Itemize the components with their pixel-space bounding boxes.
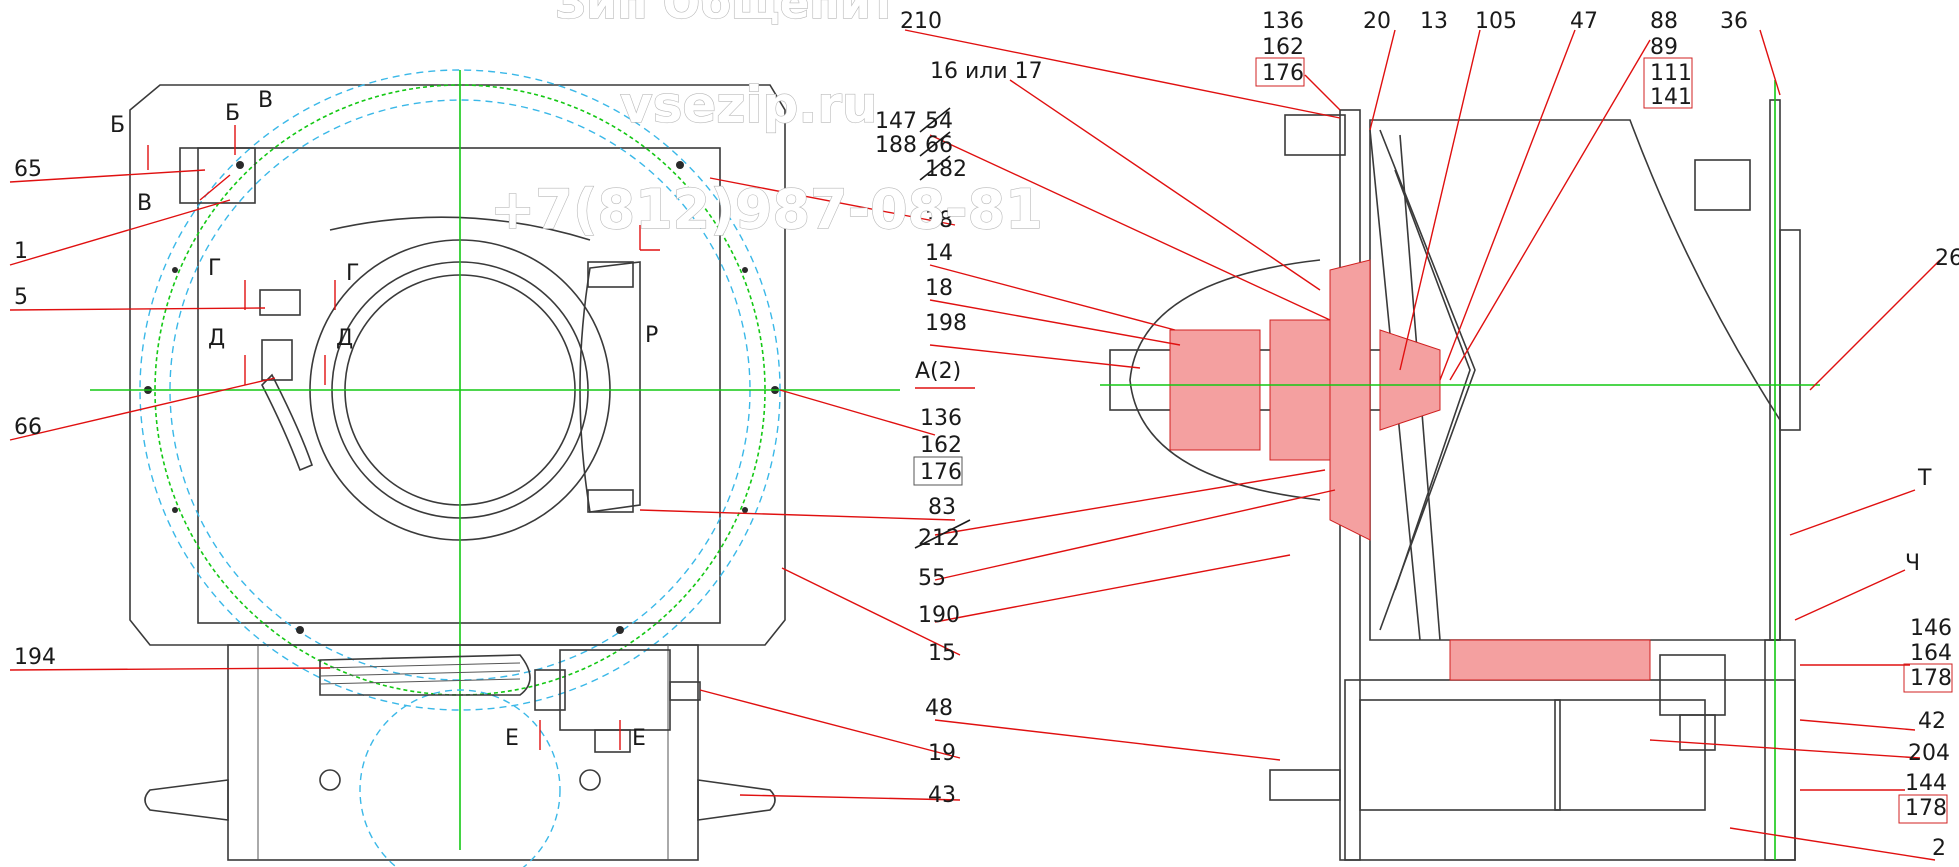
callout-47: 47 [1570, 9, 1598, 34]
callout-t: Т [1917, 466, 1932, 491]
front-view-callouts: 65 1 5 66 194 38 136 162 176 83 15 19 43… [14, 88, 975, 808]
callout-65: 65 [14, 157, 42, 182]
callout-5: 5 [14, 285, 28, 310]
callout-176: 176 [920, 460, 962, 485]
callout-19: 19 [928, 741, 956, 766]
side-section-callouts: 136 162 176 20 13 105 47 88 89 111 141 3… [875, 9, 1959, 861]
callout-178: 178 [1910, 666, 1952, 691]
callout-55: 55 [918, 566, 946, 591]
callout-66: 66 [14, 415, 42, 440]
callout-194: 194 [14, 645, 56, 670]
watermark-site: vsezip.ru [620, 76, 878, 134]
section-mark-b1: Б [110, 113, 125, 138]
section-mark-b2: Б [225, 101, 240, 126]
section-mark-d2: Д [336, 326, 353, 351]
callout-38: 38 [925, 208, 953, 233]
callout-144: 144 [1905, 771, 1947, 796]
callout-54: 54 [925, 109, 953, 134]
callout-212: 212 [918, 526, 960, 551]
watermark: Зип Общепит vsezip.ru +7(812)987-08-81 [489, 0, 1043, 242]
callout-48: 48 [925, 696, 953, 721]
callout-42: 42 [1918, 709, 1946, 734]
section-mark-g1: Г [208, 256, 221, 281]
callout-13: 13 [1420, 9, 1448, 34]
callout-141: 141 [1650, 85, 1692, 110]
callout-105: 105 [1475, 9, 1517, 34]
watermark-phone: +7(812)987-08-81 [490, 178, 1043, 241]
callout-146: 146 [1910, 616, 1952, 641]
callout-14: 14 [925, 241, 953, 266]
front-view-drawing [9, 69, 961, 867]
callout-162-top: 162 [1262, 35, 1304, 60]
callout-66-right: 66 [925, 133, 953, 158]
callout-43: 43 [928, 783, 956, 808]
callout-26: 26 [1935, 246, 1959, 271]
section-mark-r: Р [645, 323, 658, 348]
callout-15: 15 [928, 641, 956, 666]
section-mark-e1: Е [505, 726, 519, 751]
callout-204: 204 [1908, 741, 1950, 766]
callout-1: 1 [14, 239, 28, 264]
callout-111: 111 [1650, 61, 1692, 86]
callout-190: 190 [918, 603, 960, 628]
callout-2: 2 [1932, 836, 1946, 861]
callout-176-top: 176 [1262, 61, 1304, 86]
section-mark-v2: В [137, 191, 152, 216]
callout-188: 188 [875, 133, 917, 158]
callout-20: 20 [1363, 9, 1391, 34]
callout-16-17: 16 или 17 [930, 59, 1043, 84]
callout-136: 136 [920, 406, 962, 431]
callout-89: 89 [1650, 35, 1678, 60]
callout-88: 88 [1650, 9, 1678, 34]
section-mark-v1: В [258, 88, 273, 113]
callout-210: 210 [900, 9, 942, 34]
callout-162: 162 [920, 433, 962, 458]
callout-36: 36 [1720, 9, 1748, 34]
callout-178-b: 178 [1905, 796, 1947, 821]
view-arrow-a2: А(2) [915, 359, 961, 384]
callout-147: 147 [875, 109, 917, 134]
side-section-drawing [904, 29, 1941, 861]
callout-ch: Ч [1905, 551, 1920, 576]
section-mark-g2: Г [346, 261, 359, 286]
callout-198: 198 [925, 311, 967, 336]
callout-18: 18 [925, 276, 953, 301]
section-mark-d1: Д [208, 326, 225, 351]
watermark-company: Зип Общепит [555, 0, 897, 29]
section-mark-e2: Е [632, 726, 646, 751]
callout-136-top: 136 [1262, 9, 1304, 34]
callout-83: 83 [928, 495, 956, 520]
callout-164: 164 [1910, 641, 1952, 666]
